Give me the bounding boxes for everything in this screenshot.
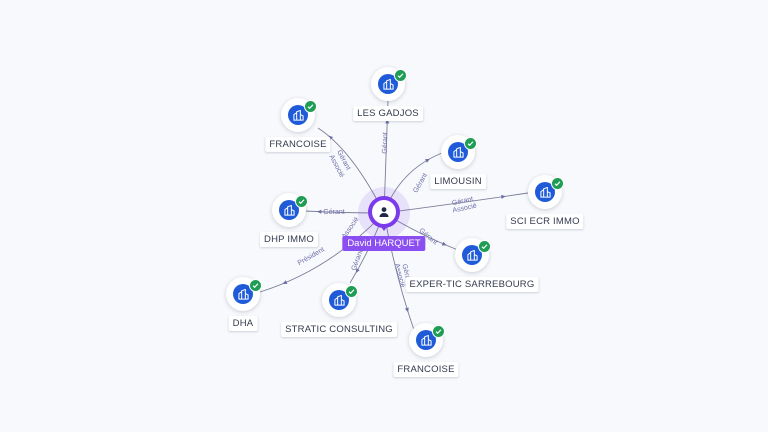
building-icon <box>448 142 468 162</box>
edge-arrow <box>424 158 430 163</box>
node-label: SCI ECR IMMO <box>506 214 584 229</box>
building-icon <box>279 200 299 220</box>
building-icon <box>329 290 349 310</box>
node-label: FRANCOISE <box>265 137 331 152</box>
edge-arrow <box>316 209 322 214</box>
verified-check-icon <box>394 69 407 82</box>
edge-label: Associé <box>452 203 478 215</box>
edge-dha <box>259 212 385 293</box>
node-label: STRATIC CONSULTING <box>281 322 397 337</box>
building-icon <box>535 182 555 202</box>
node-label: FRANCOISE <box>393 362 459 377</box>
building-icon <box>378 74 398 94</box>
node-label: DHP IMMO <box>260 232 318 247</box>
edge-label: Gérant <box>323 209 344 216</box>
verified-check-icon <box>304 100 317 113</box>
edge-label: Gérant <box>382 132 390 154</box>
edge-arrow <box>328 135 334 141</box>
edge-arrow <box>501 194 506 199</box>
verified-check-icon <box>345 285 358 298</box>
edge-arrow <box>404 307 409 313</box>
node-label: LES GADJOS <box>353 106 423 121</box>
building-icon <box>462 245 482 265</box>
verified-check-icon <box>551 177 564 190</box>
node-label: DHA <box>228 316 258 331</box>
verified-check-icon <box>295 195 308 208</box>
person-pin <box>368 196 400 228</box>
edge-arrow <box>385 118 390 124</box>
edge-arrow <box>441 241 447 246</box>
building-icon <box>416 330 436 350</box>
person-icon <box>372 200 396 224</box>
verified-check-icon <box>464 137 477 150</box>
edge-sci-ecr-immo <box>383 192 529 214</box>
verified-check-icon <box>432 325 445 338</box>
verified-check-icon <box>478 240 491 253</box>
node-label: LIMOUSIN <box>430 174 486 189</box>
building-icon <box>288 105 308 125</box>
edge-arrow <box>355 268 360 274</box>
edge-arrow <box>282 280 288 284</box>
person-label: David HARQUET <box>342 236 426 251</box>
building-icon <box>233 284 253 304</box>
node-label: EXPER-TIC SARREBOURG <box>405 277 539 292</box>
edge-label: Gérant <box>412 172 429 194</box>
verified-check-icon <box>249 279 262 292</box>
edge-label: Gérant <box>451 196 473 207</box>
